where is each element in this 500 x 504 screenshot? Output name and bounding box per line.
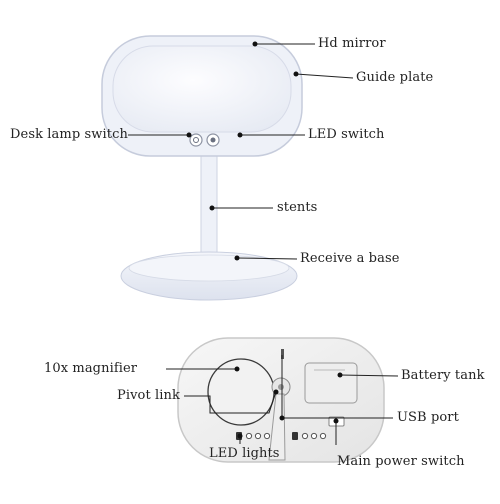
label-usb-port: USB port — [397, 410, 459, 425]
callout-dot — [234, 366, 240, 372]
desk-lamp-switch-glyph — [193, 137, 199, 143]
label-pivot-link: Pivot link — [117, 388, 180, 403]
callout-dot — [237, 132, 243, 138]
led-light — [310, 432, 318, 440]
led-light — [245, 432, 253, 440]
mirror-back-view — [177, 337, 385, 463]
pivot-link-arm — [268, 393, 286, 461]
label-stents: stents — [277, 200, 318, 215]
led-light — [292, 432, 298, 440]
label-battery-tank: Battery tank — [401, 368, 485, 383]
label-receive-base: Receive a base — [300, 251, 400, 266]
callout-dot — [186, 132, 192, 138]
led-light — [319, 432, 327, 440]
top-slot — [281, 349, 284, 359]
callout-receive-base — [236, 257, 298, 260]
callout-dots — [186, 41, 343, 439]
label-led-switch: LED switch — [308, 127, 385, 142]
callout-lines — [128, 43, 399, 445]
callout-dot — [337, 372, 343, 378]
callout-pivot-link — [184, 391, 277, 414]
label-desk-lamp-switch: Desk lamp switch — [10, 127, 128, 142]
callout-dot — [293, 71, 299, 77]
led-light — [254, 432, 262, 440]
led-light — [263, 432, 271, 440]
pivot-link-center — [278, 384, 284, 390]
battery-tank-cover — [304, 362, 358, 404]
callout-dot — [252, 41, 258, 47]
hd-mirror-glass — [112, 45, 292, 133]
base-tray-top — [128, 254, 290, 282]
callout-guide-plate — [295, 73, 354, 79]
callout-dot — [333, 418, 339, 424]
label-hd-mirror: Hd mirror — [318, 36, 386, 51]
callout-dot — [209, 205, 215, 211]
label-main-power-switch: Main power switch — [337, 454, 465, 469]
callout-dot — [234, 255, 240, 261]
mirror-front-view — [101, 35, 303, 301]
callout-dot — [279, 415, 285, 421]
led-switch-glyph — [210, 137, 216, 143]
callout-battery-tank — [339, 374, 399, 377]
label-led-lights: LED lights — [209, 446, 280, 461]
label-magnifier: 10x magnifier — [44, 361, 138, 376]
desk-lamp-switch-button[interactable] — [189, 133, 203, 147]
callout-dot — [273, 389, 279, 395]
callout-dot — [237, 433, 243, 439]
led-lights-row-right — [292, 432, 327, 440]
led-light — [301, 432, 309, 440]
label-guide-plate: Guide plate — [356, 70, 434, 85]
